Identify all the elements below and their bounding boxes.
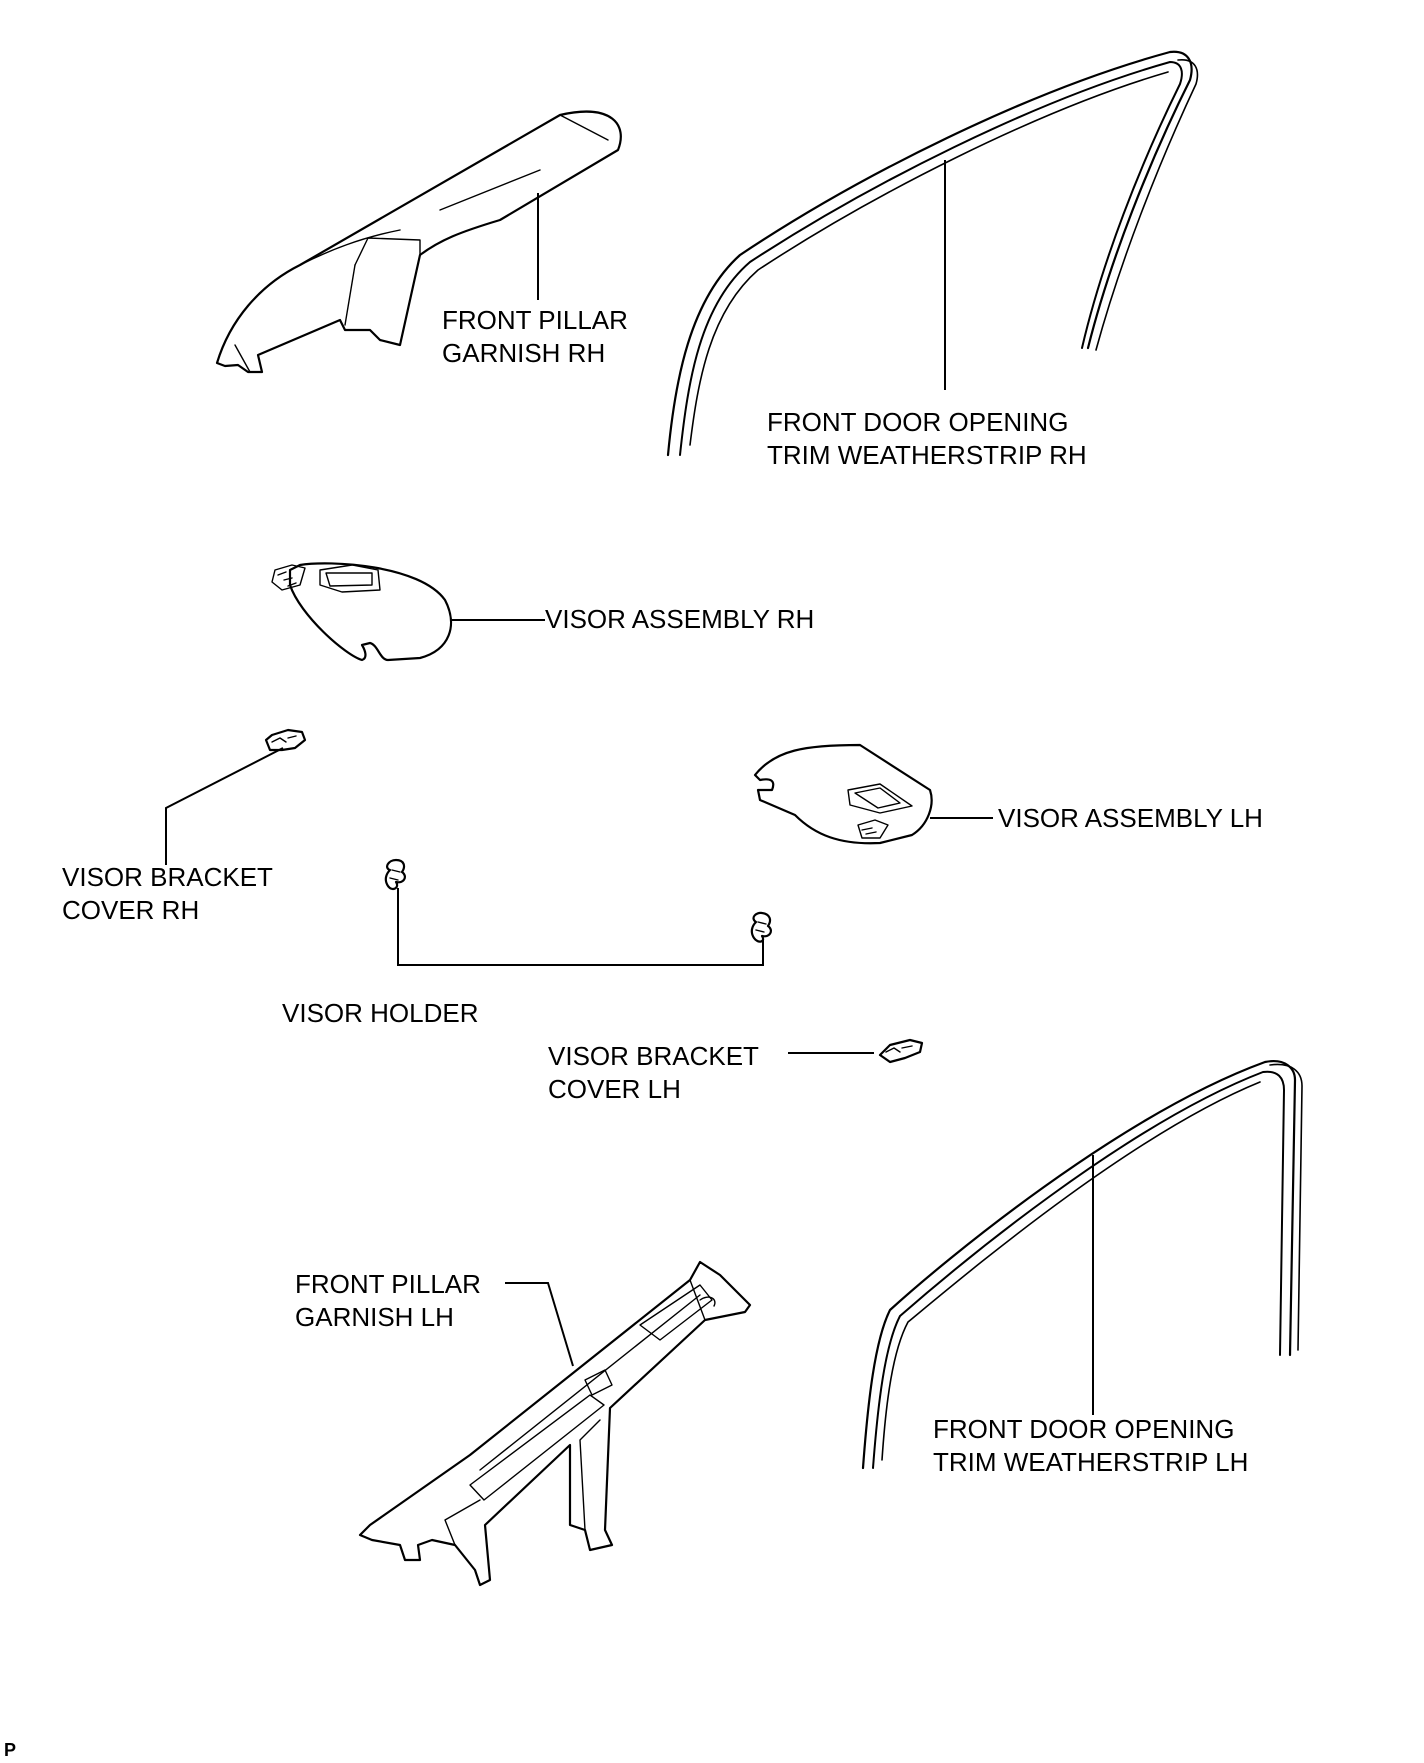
label-visor-assembly-lh: VISOR ASSEMBLY LH: [998, 803, 1263, 833]
svg-text:VISOR HOLDER: VISOR HOLDER: [282, 998, 479, 1028]
front-pillar-garnish-rh: [215, 110, 622, 374]
svg-text:GARNISH LH: GARNISH LH: [295, 1302, 454, 1332]
svg-text:GARNISH RH: GARNISH RH: [442, 338, 605, 368]
svg-text:FRONT PILLAR: FRONT PILLAR: [295, 1269, 481, 1299]
visor-bracket-cover-lh: [878, 1038, 924, 1064]
svg-text:FRONT PILLAR: FRONT PILLAR: [442, 305, 628, 335]
label-front-pillar-garnish-lh: FRONT PILLAR GARNISH LH: [295, 1269, 481, 1332]
svg-text:VISOR BRACKET: VISOR BRACKET: [548, 1041, 759, 1071]
svg-text:TRIM WEATHERSTRIP RH: TRIM WEATHERSTRIP RH: [767, 440, 1087, 470]
label-front-door-opening-trim-weatherstrip-rh: FRONT DOOR OPENING TRIM WEATHERSTRIP RH: [767, 407, 1087, 470]
label-front-door-opening-trim-weatherstrip-lh: FRONT DOOR OPENING TRIM WEATHERSTRIP LH: [933, 1414, 1248, 1477]
label-front-pillar-garnish-rh: FRONT PILLAR GARNISH RH: [442, 305, 628, 368]
front-pillar-garnish-lh: [358, 1260, 752, 1587]
svg-text:VISOR ASSEMBLY RH: VISOR ASSEMBLY RH: [545, 604, 814, 634]
label-visor-holder: VISOR HOLDER: [282, 998, 479, 1028]
front-door-opening-trim-weatherstrip-rh: [666, 50, 1199, 457]
svg-text:VISOR BRACKET: VISOR BRACKET: [62, 862, 273, 892]
svg-text:COVER RH: COVER RH: [62, 895, 199, 925]
label-visor-assembly-rh: VISOR ASSEMBLY RH: [545, 604, 814, 634]
leader-lines: [165, 160, 1094, 1415]
figure-code: P: [4, 1740, 16, 1760]
visor-bracket-cover-rh: [264, 728, 307, 752]
svg-text:VISOR ASSEMBLY LH: VISOR ASSEMBLY LH: [998, 803, 1263, 833]
svg-text:FRONT DOOR OPENING: FRONT DOOR OPENING: [933, 1414, 1234, 1444]
visor-assembly-rh: [271, 562, 453, 662]
label-visor-bracket-cover-rh: VISOR BRACKET COVER RH: [62, 862, 273, 925]
visor-assembly-lh: [753, 743, 933, 845]
front-door-opening-trim-weatherstrip-lh: [861, 1060, 1303, 1470]
visor-holder-left: [384, 858, 406, 891]
visor-holder-right: [750, 911, 772, 943]
label-visor-bracket-cover-lh: VISOR BRACKET COVER LH: [548, 1041, 759, 1104]
svg-text:COVER LH: COVER LH: [548, 1074, 681, 1104]
svg-text:TRIM WEATHERSTRIP LH: TRIM WEATHERSTRIP LH: [933, 1447, 1248, 1477]
svg-text:FRONT DOOR OPENING: FRONT DOOR OPENING: [767, 407, 1068, 437]
